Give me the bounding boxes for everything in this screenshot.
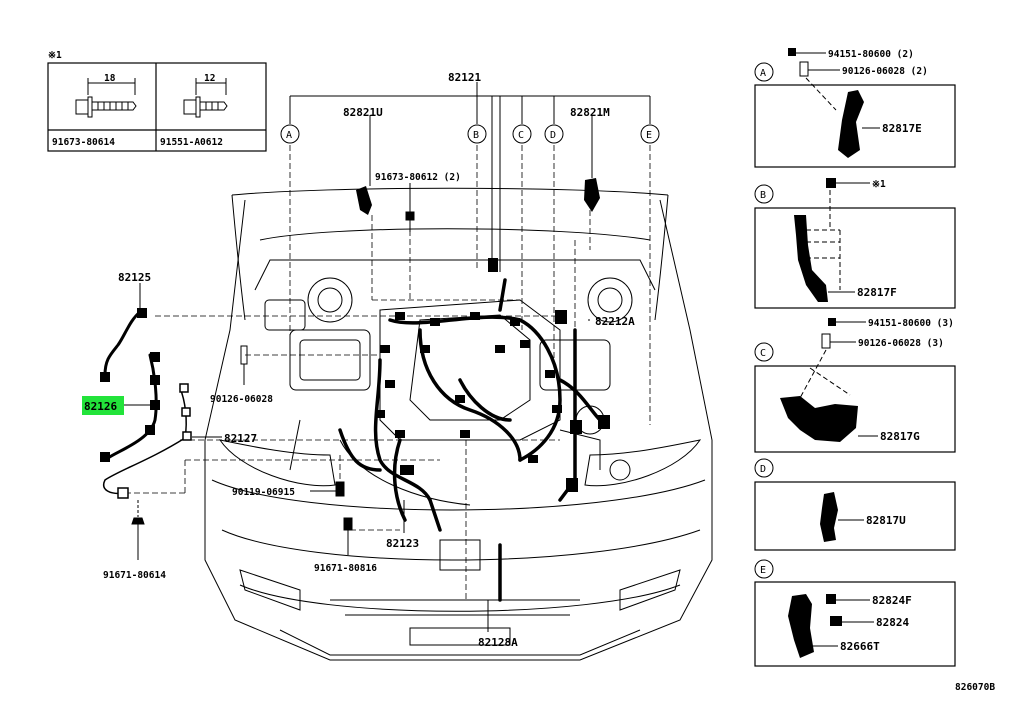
label-90119-06915: 90119-06915: [232, 487, 295, 498]
panel-D-part: 82817U: [866, 514, 906, 527]
label-91671-80816: 91671-80816: [314, 563, 377, 574]
panel-A-part: 82817E: [882, 122, 922, 135]
detail-panel-D: D 82817U: [754, 458, 956, 551]
wire-harness-main: [338, 278, 602, 602]
connector-82821M: [584, 115, 600, 212]
label-82821U: 82821U: [343, 106, 383, 119]
stud-icon-C: [821, 333, 831, 349]
harness-82127: [103, 383, 192, 499]
clip-82824F: [826, 594, 836, 604]
bracket-82817E: [838, 90, 864, 158]
bolt-icon-90119: [310, 481, 345, 497]
stud-icon-A: [799, 61, 809, 77]
bolt-legend: ※1 18 91673-80614 12: [47, 50, 267, 152]
panel-B-part: 82817F: [857, 286, 897, 299]
panel-E-part3: 82666T: [840, 640, 880, 653]
label-82127: 82127: [224, 432, 257, 445]
bolt-icon-1: [75, 78, 137, 118]
label-82821M: 82821M: [570, 106, 610, 119]
bolt-1-dimension: 18: [104, 73, 116, 84]
panel-B-note: ※1: [872, 179, 886, 190]
panel-C-part: 82817G: [880, 430, 920, 443]
diagram-code: 826070B: [955, 682, 995, 693]
harness-82125: [100, 308, 147, 382]
panel-A-bolt2: 90126-06028 (2): [842, 66, 928, 77]
bolt-2-part-number: 91551-A0612: [160, 137, 223, 148]
leader-lines: [125, 145, 651, 601]
callout-A: A: [286, 130, 292, 141]
bolt-icon-91671-80614: [131, 500, 145, 560]
panel-E-part2: 82824: [876, 616, 909, 629]
note-symbol: ※1: [48, 50, 62, 61]
highlight-82126: [82, 396, 124, 415]
car-outline: [204, 187, 713, 661]
label-90126-06028: 90126-06028: [210, 394, 273, 405]
callout-B: B: [473, 130, 479, 141]
panel-C-bolt2: 90126-06028 (3): [858, 338, 944, 349]
callout-C: C: [518, 130, 524, 141]
block-82666T: [788, 594, 814, 658]
bracket-82817G: [780, 396, 858, 442]
bolt-icon-91673: [405, 183, 415, 232]
detail-panel-B: B ※1 82817F: [754, 178, 956, 309]
bolt-1-part-number: 91673-80614: [52, 137, 115, 148]
detail-panel-A: A 94151-80600 (2) 90126-06028 (2) 82817E: [754, 48, 956, 168]
label-91671-80614: 91671-80614: [103, 570, 166, 581]
label-82121: 82121: [448, 71, 481, 84]
nut-icon-A: [788, 48, 796, 56]
callout-D: D: [550, 130, 556, 141]
panel-A-letter: A: [760, 68, 766, 79]
label-82212A: 82212A: [595, 315, 635, 328]
panel-C-letter: C: [760, 348, 766, 359]
stud-icon-90126: [240, 345, 248, 385]
panel-E-part1: 82824F: [872, 594, 912, 607]
label-82123: 82123: [386, 537, 419, 550]
label-82128A: 82128A: [478, 636, 518, 649]
callout-E: E: [646, 130, 652, 141]
detail-panel-E: E 82824F 82824 82666T: [754, 559, 956, 667]
panel-E-letter: E: [760, 565, 766, 576]
bracket-82121: [289, 82, 651, 272]
bolt-icon-2: [183, 78, 228, 118]
panel-A-bolt1: 94151-80600 (2): [828, 49, 914, 60]
harness-connectors: [375, 258, 610, 492]
label-82126: 82126: [84, 400, 117, 413]
panel-B-letter: B: [760, 190, 766, 201]
callout-circles: [280, 124, 660, 144]
bracket-82817U: [820, 492, 838, 542]
label-91673-80612: 91673-80612 (2): [375, 172, 461, 183]
detail-panel-C: C 94151-80600 (3) 90126-06028 (3) 82817G: [754, 318, 956, 453]
panel-D-letter: D: [760, 464, 766, 475]
harness-82126: [100, 352, 160, 462]
bolt-2-dimension: 12: [204, 73, 215, 84]
connector-82821U: [356, 115, 372, 215]
bracket-82817F: [794, 215, 828, 302]
panel-C-bolt1: 94151-80600 (3): [868, 318, 954, 329]
clip-82824: [830, 616, 842, 626]
nut-icon-C: [828, 318, 836, 326]
bolt-icon-91671-80816: [343, 517, 353, 555]
bolt-icon-B: [826, 178, 836, 188]
label-82125: 82125: [118, 271, 151, 284]
